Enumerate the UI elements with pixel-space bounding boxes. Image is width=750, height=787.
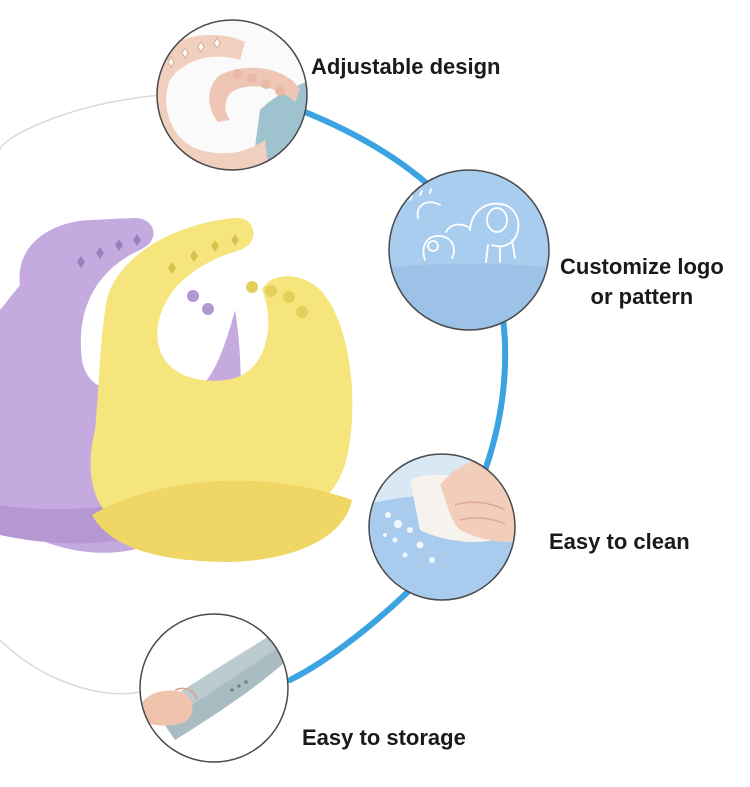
feature-label-customize-line1: Customize logo (560, 254, 724, 279)
feature-label-clean: Easy to clean (549, 529, 690, 554)
ring-faint-arc-lower (0, 639, 141, 695)
wipe-clean-icon (368, 453, 516, 601)
adjustable-strap-icon (156, 19, 308, 171)
feature-label-customize: Customize logo or pattern (560, 252, 724, 312)
feature-label-customize-line2: or pattern (590, 284, 694, 309)
ring-faint-arc (0, 94, 161, 151)
elephant-pattern-icon (388, 169, 550, 331)
feature-label-adjustable: Adjustable design (311, 54, 501, 79)
ring-arc (287, 107, 509, 683)
feature-label-storage: Easy to storage (302, 725, 466, 750)
rolled-bib-icon (139, 613, 289, 763)
yellow-bib (90, 217, 353, 562)
